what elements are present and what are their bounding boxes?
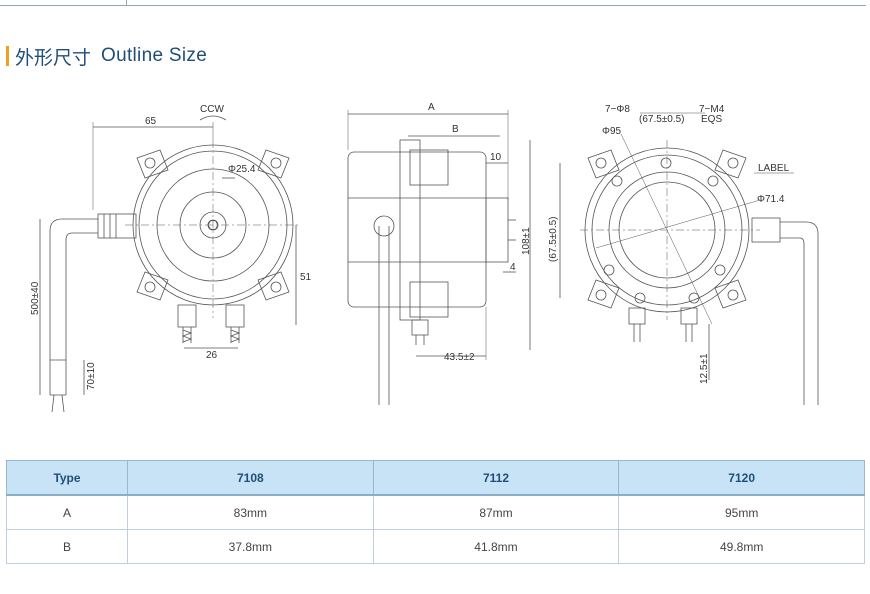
heading-chinese: 外形尺寸: [15, 46, 92, 69]
dim-eqs: EQS: [701, 114, 722, 125]
outline-drawing: CCW 65 Φ25.4 51 26 500±40 70±10 A B 10 1…: [30, 102, 819, 413]
top-tick: [126, 0, 127, 6]
dim-ccw: CCW: [200, 104, 224, 115]
side-view: [347, 110, 531, 405]
dim-43: 43.5±2: [444, 352, 475, 363]
dimension-table: Type 7108 7112 7120 A 83mm 87mm 95mm B 3…: [6, 460, 865, 564]
top-rule: [0, 5, 866, 6]
dim-500: 500±40: [30, 281, 41, 315]
rear-view: [559, 112, 819, 405]
dim-10: 10: [490, 152, 502, 163]
table-row: B 37.8mm 41.8mm 49.8mm: [6, 529, 865, 564]
dim-108: 108±1: [521, 227, 532, 255]
heading-english: Outline Size: [101, 45, 208, 66]
header-type: Type: [6, 460, 128, 496]
dim-7m4: 7−M4: [699, 104, 725, 115]
dim-phi25: Φ25.4: [228, 164, 256, 175]
table-cell: 83mm: [127, 494, 374, 530]
front-view: [39, 115, 300, 413]
table-cell: A: [6, 494, 128, 530]
dim-70: 70±10: [86, 362, 97, 390]
dim-675-side: (67.5±0.5): [548, 216, 559, 262]
heading-accent-bar: [6, 46, 9, 66]
dim-phi95: Φ95: [602, 126, 622, 137]
dim-51: 51: [300, 272, 312, 283]
header-7112: 7112: [372, 460, 620, 496]
table-cell: 95mm: [618, 494, 865, 530]
table-cell: 87mm: [372, 494, 620, 530]
table-cell: 37.8mm: [127, 529, 374, 564]
dim-125: 12.5±1: [699, 353, 710, 384]
dim-phi71: Φ71.4: [757, 194, 785, 205]
header-7120: 7120: [618, 460, 865, 496]
dim-7phi8: 7−Φ8: [605, 104, 630, 115]
section-heading: 外形尺寸 Outline Size: [6, 43, 207, 69]
table-cell: B: [6, 529, 128, 564]
dim-65: 65: [145, 116, 157, 127]
label-callout: LABEL: [758, 163, 790, 174]
table-cell: 49.8mm: [618, 529, 865, 564]
table-cell: 41.8mm: [372, 529, 620, 564]
dim-b: B: [452, 124, 459, 135]
table-row: A 83mm 87mm 95mm: [6, 494, 865, 530]
dim-675-top: (67.5±0.5): [639, 114, 685, 125]
table-header-row: Type 7108 7112 7120: [6, 460, 865, 496]
header-7108: 7108: [127, 460, 374, 496]
dim-4: 4: [510, 262, 516, 273]
dim-a: A: [428, 102, 435, 113]
dim-26: 26: [206, 350, 218, 361]
